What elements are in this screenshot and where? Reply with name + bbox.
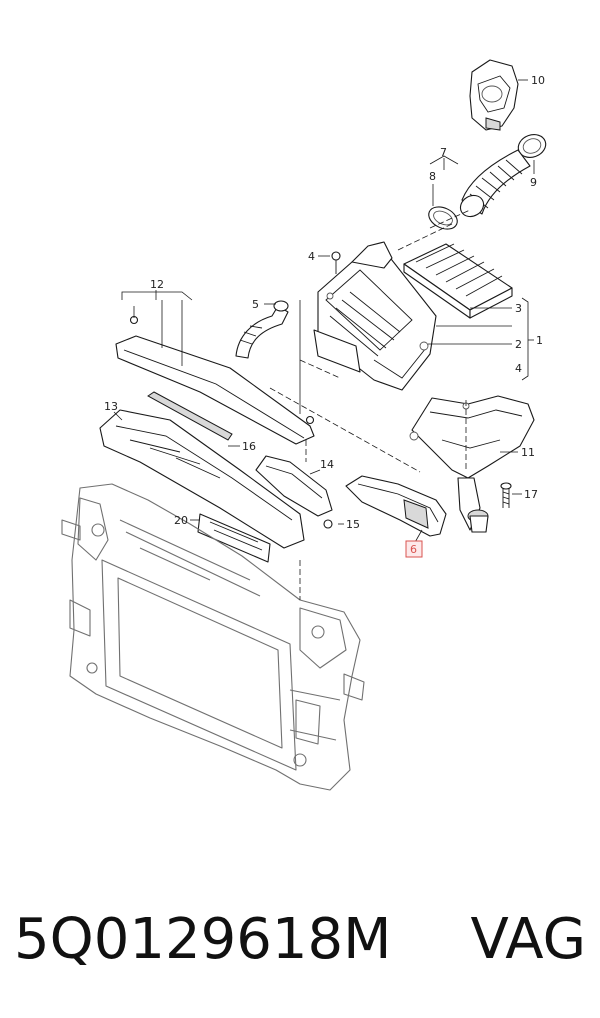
callout-1: 1 <box>536 334 543 347</box>
assembly-line <box>429 209 471 229</box>
part-number: 5Q0129618M <box>14 907 392 972</box>
part-16-seal-strip <box>147 391 233 441</box>
callout-10: 10 <box>531 74 545 87</box>
part-10-intake-scoop <box>469 59 519 131</box>
callout-4-bracket: 4 <box>515 362 522 375</box>
part-8-clamp <box>428 206 458 230</box>
assembly-line <box>269 387 421 473</box>
assembly-line <box>397 223 453 251</box>
callout-11: 11 <box>521 446 535 459</box>
part-1-air-filter-housing <box>313 241 437 391</box>
part-17-bolt <box>500 482 512 508</box>
callout-6-highlight-box <box>405 540 423 558</box>
callout-13: 13 <box>104 400 118 413</box>
part-20-label-plate <box>197 513 271 563</box>
callout-12: 12 <box>150 278 164 291</box>
callout-labels: 10 9 7 8 4 5 3 1 2 4 11 17 12 13 16 14 1… <box>104 74 545 558</box>
front-end-carrier <box>61 483 365 791</box>
callout-4-screw: 4 <box>308 250 315 263</box>
callout-20: 20 <box>174 514 188 527</box>
part-7-hose <box>459 149 531 218</box>
part-14-small-duct <box>255 455 333 517</box>
callout-5: 5 <box>252 298 259 311</box>
part-3-filter-element <box>403 243 513 319</box>
part-5-breather-hose <box>235 300 289 359</box>
leader-lines <box>113 79 535 545</box>
part-12-cover-panel <box>115 335 315 445</box>
screw-icon <box>305 415 315 425</box>
exploded-parts-diagram: 10 9 7 8 4 5 3 1 2 4 11 17 12 13 16 14 1… <box>61 59 547 791</box>
callout-14: 14 <box>320 458 334 471</box>
assembly-line <box>299 359 341 379</box>
callout-17: 17 <box>524 488 538 501</box>
brand-name: VAG <box>470 907 586 972</box>
footer: 5Q0129618M VAG <box>0 890 600 990</box>
part-15-screw <box>323 519 333 529</box>
callout-8: 8 <box>429 170 436 183</box>
part-11-bracket <box>409 395 535 533</box>
callout-2: 2 <box>515 338 522 351</box>
part-4-screw <box>331 251 341 274</box>
callout-7: 7 <box>440 146 447 159</box>
callout-16: 16 <box>242 440 256 453</box>
part-13-lower-carrier <box>99 409 305 549</box>
callout-6: 6 <box>410 543 417 556</box>
callout-9: 9 <box>530 176 537 189</box>
callout-3: 3 <box>515 302 522 315</box>
callout-15: 15 <box>346 518 360 531</box>
part-6-air-duct <box>345 475 447 537</box>
part-9-clamp <box>517 134 547 158</box>
